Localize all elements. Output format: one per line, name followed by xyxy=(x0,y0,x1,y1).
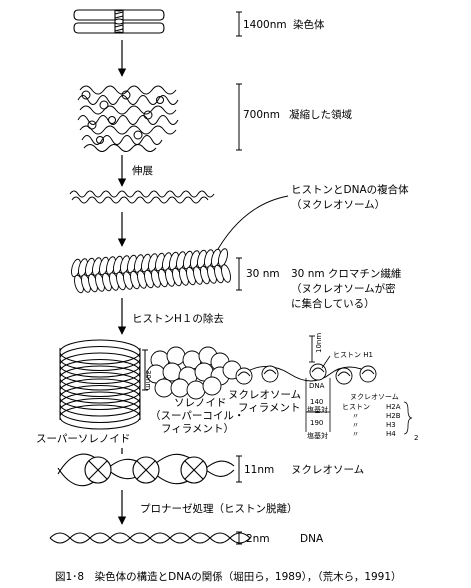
solenoid-bead xyxy=(154,378,174,398)
label-supercoil: （スーパーコイル・ xyxy=(150,410,244,422)
label-h4: H4 xyxy=(386,430,396,438)
label-nucleosome-composition: ヌクレオソーム xyxy=(350,393,399,401)
size-bracket-11nm xyxy=(236,455,242,483)
nucleosome-bead-3 xyxy=(180,456,208,484)
condensed-loops-drawing xyxy=(77,85,179,152)
label-h1-removal: ヒストンH１の除去 xyxy=(132,312,224,325)
bead xyxy=(218,248,228,267)
label-dna-small: DNA xyxy=(309,382,325,390)
coil-turn xyxy=(59,391,141,417)
coil-turn xyxy=(59,359,141,384)
super-solenoid-drawing xyxy=(59,339,141,430)
label-super-solenoid: スーパーソレノイド xyxy=(36,433,130,445)
chromosome-drawing xyxy=(73,9,165,34)
size-bracket-2nm xyxy=(236,531,242,545)
size-bracket-10nm xyxy=(309,335,315,363)
size-30nm: 30 nm xyxy=(246,268,280,280)
label-bp-unit-1: 塩基対 xyxy=(307,405,328,414)
label-filament-paren: フィラメント） xyxy=(161,423,234,435)
leader-histone-h1 xyxy=(321,355,331,369)
label-h3: H3 xyxy=(386,421,396,429)
extended-fiber-drawing xyxy=(69,190,215,204)
size-10nm: 10nm xyxy=(315,333,323,353)
label-nucleosome-filament-1: ヌクレオソーム xyxy=(228,389,301,401)
solenoid-bead xyxy=(170,378,190,398)
label-ditto-2: 〃 xyxy=(352,421,359,429)
dna-double-helix-drawing xyxy=(49,532,251,544)
size-11nm: 11nm xyxy=(244,464,274,476)
coil-turn xyxy=(59,352,141,378)
size-700nm: 700nm xyxy=(243,109,280,121)
label-histone-h1: ヒストン H1 xyxy=(333,351,373,359)
label-nucleosome: ヌクレオソーム xyxy=(291,464,364,476)
size-bracket-solenoid-30nm xyxy=(142,349,148,391)
label-pronase: プロナーゼ処理（ヒストン脱離） xyxy=(140,502,298,515)
size-2nm: 2nm xyxy=(246,533,270,545)
solenoid-bead xyxy=(166,346,186,366)
solenoid-bead xyxy=(162,362,182,382)
label-h2b: H2B xyxy=(386,412,401,420)
solenoid-beads-drawing xyxy=(146,346,242,400)
nucleosome-drawing xyxy=(57,453,235,487)
label-bp-unit-2: 塩基対 xyxy=(307,431,328,440)
label-histone-word: ヒストン xyxy=(342,403,370,411)
coil-turn xyxy=(59,346,141,371)
label-chromatin-desc-1: （ヌクレオソームが密 xyxy=(291,282,396,295)
label-chromosome: 染色体 xyxy=(293,18,325,31)
bead xyxy=(221,264,231,283)
label-dna: DNA xyxy=(300,533,324,545)
coil-turn xyxy=(59,385,141,410)
coil-turn xyxy=(59,404,141,430)
label-140: 140 xyxy=(310,398,323,406)
figure-caption: 図1･8 染色体の構造とDNAの関係（堀田ら，1989），（荒木ら，1991） xyxy=(55,570,402,583)
label-ditto-3: 〃 xyxy=(352,430,359,438)
coil-turn xyxy=(59,365,141,391)
label-histone-dna-complex: ヒストンとDNAの複合体 xyxy=(291,183,409,196)
bp-brackets xyxy=(305,378,331,432)
size-solenoid-30nm: 30nm xyxy=(144,370,152,390)
label-nucleosome-filament-2: フィラメント xyxy=(238,402,300,414)
coil-turn xyxy=(59,339,141,365)
solenoid-bead xyxy=(202,376,222,396)
label-condensed-region: 凝縮した領域 xyxy=(289,108,352,121)
nucleosome-bead-1 xyxy=(84,456,112,484)
label-chromatin-30nm: 30 nm クロマチン繊維 xyxy=(291,267,401,280)
nucleosome-bead-2 xyxy=(132,456,160,484)
size-1400nm: 1400nm xyxy=(243,19,287,31)
chromatin-30nm-drawing xyxy=(71,248,231,294)
coil-turn xyxy=(59,378,141,404)
label-190: 190 xyxy=(310,419,323,427)
size-bracket-1400nm xyxy=(236,11,242,37)
label-extension: 伸展 xyxy=(132,165,153,177)
label-solenoid: ソレノイド xyxy=(174,397,227,409)
size-bracket-30nm xyxy=(236,257,242,291)
label-ditto-1: 〃 xyxy=(352,412,359,420)
coil-turn xyxy=(59,372,141,397)
size-bracket-700nm xyxy=(236,83,242,151)
coil-turn xyxy=(59,398,141,423)
label-nucleosome-paren: （ヌクレオソーム） xyxy=(291,199,385,211)
label-chromatin-desc-2: に集合している） xyxy=(291,297,375,310)
brace-times-2 xyxy=(403,401,413,435)
label-h2a: H2A xyxy=(386,403,401,411)
label-times-2: 2 xyxy=(414,434,418,442)
